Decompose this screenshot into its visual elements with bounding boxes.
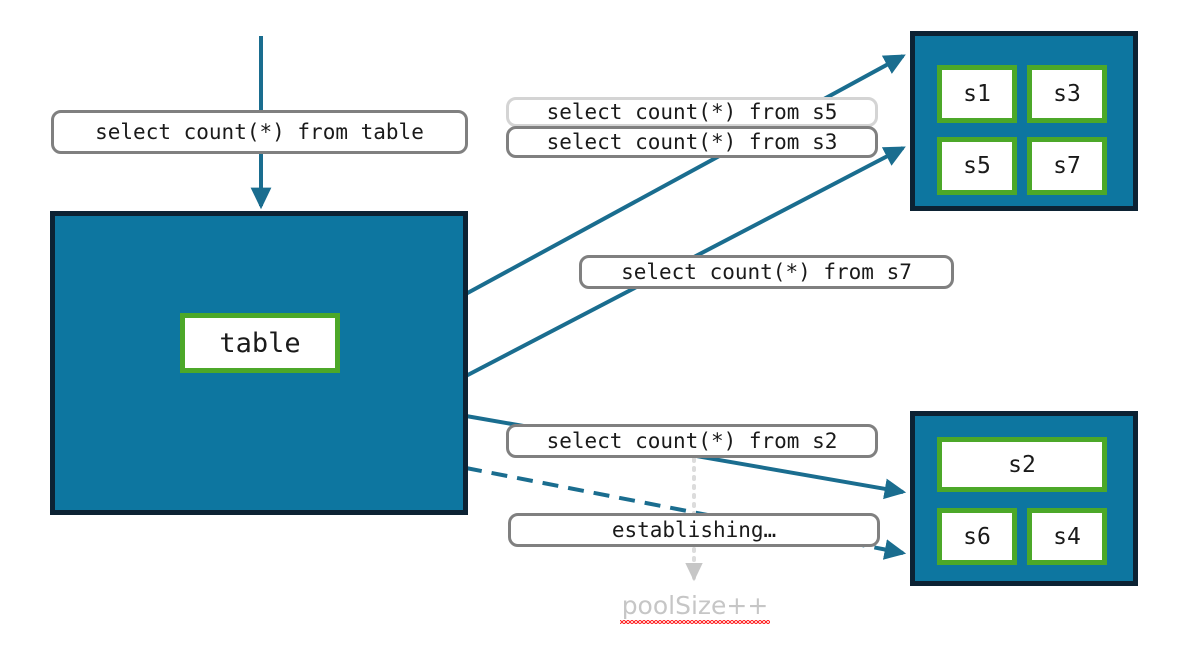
query-label-s2[interactable]: select count(*) from s2 [506,424,878,458]
node-session-s6-label: s6 [963,523,991,550]
annotation-poolsize: poolSize++ [600,591,790,624]
node-session-s3-label: s3 [1053,81,1081,107]
node-session-s5[interactable]: s5 [937,137,1017,195]
status-label-establishing-text: establishing… [611,518,777,542]
node-table[interactable]: table [180,313,340,373]
query-label-s3[interactable]: select count(*) from s3 [506,126,878,158]
node-session-s1-label: s1 [963,81,991,107]
query-label-s5[interactable]: select count(*) from s5 [506,97,878,127]
annotation-poolsize-text: poolSize++ [619,591,770,624]
status-label-establishing[interactable]: establishing… [508,513,880,547]
node-session-s7-label: s7 [1053,153,1081,179]
query-label-s3-text: select count(*) from s3 [546,130,838,154]
node-session-s7[interactable]: s7 [1027,137,1107,195]
node-session-s4-label: s4 [1053,523,1081,550]
query-label-table-text: select count(*) from table [95,120,424,144]
query-label-s7[interactable]: select count(*) from s7 [579,255,954,289]
query-label-s5-text: select count(*) from s5 [546,100,838,124]
node-session-s5-label: s5 [963,153,991,179]
query-label-s7-text: select count(*) from s7 [621,260,912,284]
connector-table-to-pool-a-upper [461,54,906,298]
node-session-s1[interactable]: s1 [937,65,1017,123]
node-session-s6[interactable]: s6 [937,508,1017,565]
node-session-s2-label: s2 [1008,451,1036,478]
node-session-s2[interactable]: s2 [937,437,1107,492]
node-session-s4[interactable]: s4 [1027,508,1107,565]
node-table-label: table [219,327,301,359]
query-label-s2-text: select count(*) from s2 [546,429,838,453]
query-label-table[interactable]: select count(*) from table [51,110,468,154]
node-session-s3[interactable]: s3 [1027,65,1107,123]
